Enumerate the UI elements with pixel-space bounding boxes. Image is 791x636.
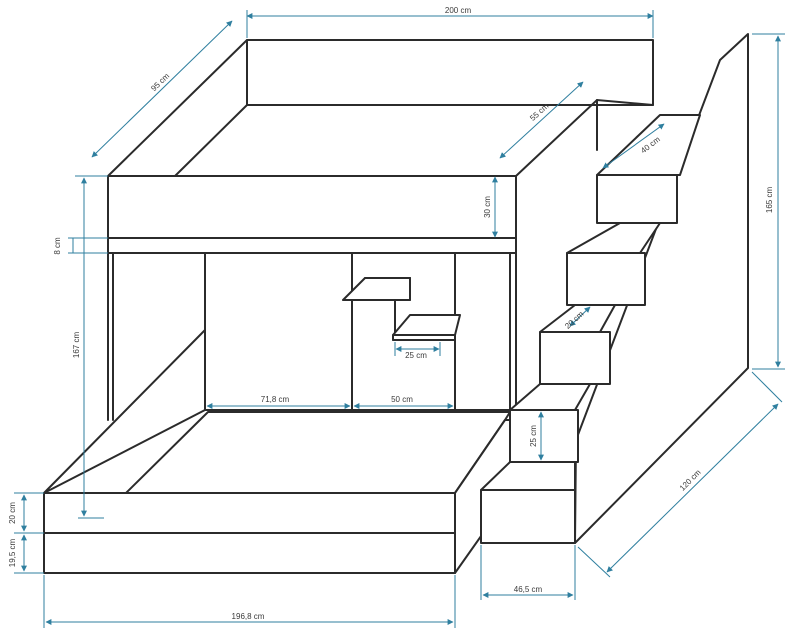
label-depth: 95 cm	[149, 71, 171, 93]
dim-stair-depth-line	[602, 123, 665, 169]
upper-back-panel	[246, 39, 654, 106]
upper-front-rail	[107, 175, 517, 239]
lower-guard-front	[43, 492, 456, 534]
label-total-height: 165 cm	[765, 187, 774, 214]
label-step-width: 46,5 cm	[514, 585, 543, 594]
dim-guard-depth-line	[499, 81, 584, 159]
wall-shelves	[342, 277, 461, 341]
step-4-front	[509, 409, 579, 463]
label-lower-guard: 20 cm	[8, 502, 17, 524]
dim-stair-length-ext-top	[751, 371, 783, 403]
step-2-top	[566, 222, 661, 254]
lower-bed	[43, 329, 511, 574]
label-upper-height: 30 cm	[483, 196, 492, 218]
upper-slat-strip	[107, 237, 517, 254]
label-slat-gap: 8 cm	[53, 237, 62, 255]
step-5-front	[480, 489, 576, 544]
label-top-width: 200 cm	[445, 6, 472, 15]
shelf-upper-top	[342, 277, 411, 301]
upper-left-panel	[107, 39, 248, 177]
step-2-front	[566, 252, 646, 306]
label-lower-mid: 50 cm	[391, 395, 413, 404]
lower-base-front	[43, 532, 456, 574]
step-3-front	[539, 331, 611, 385]
upper-bunk	[107, 39, 654, 254]
dim-stair-length-ext-bottom	[577, 546, 611, 578]
shelf-lower-top	[392, 314, 461, 336]
step-1-front	[596, 174, 678, 224]
dim-step-upper-line	[569, 306, 591, 327]
label-step-lower: 25 cm	[529, 425, 538, 447]
label-shelf-depth: 25 cm	[405, 351, 427, 360]
staircase	[480, 33, 749, 544]
label-stair-length: 120 cm	[678, 468, 703, 493]
label-under-height: 167 cm	[72, 332, 81, 359]
dim-depth-line	[91, 20, 233, 158]
label-lower-base: 19,5 cm	[8, 538, 17, 567]
step-4-top	[509, 383, 591, 411]
dimension-lines: 200 cm 95 cm 55 cm 30 cm 8 cm 167 cm 40 …	[8, 6, 785, 628]
label-lower-left: 71,8 cm	[261, 395, 290, 404]
label-bottom-width: 196,8 cm	[232, 612, 265, 621]
dim-stair-length-line	[606, 403, 779, 573]
